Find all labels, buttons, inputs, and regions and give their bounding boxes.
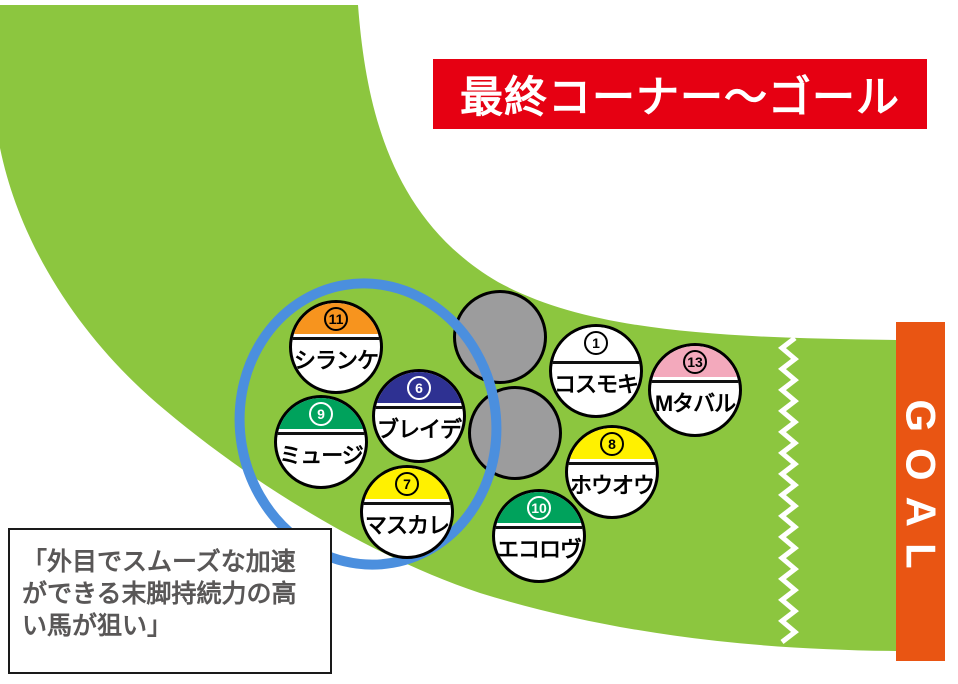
horse-name: ホウオウ xyxy=(569,473,655,498)
goal-bar: GOAL xyxy=(896,322,945,661)
horse-name: コスモキ xyxy=(553,372,639,397)
horse-number-badge: 10 xyxy=(527,496,551,520)
horse-marker-13: 13 Mタバル xyxy=(648,343,742,437)
horse-cap xyxy=(292,303,380,334)
horse-cap-line xyxy=(651,380,739,383)
horse-cap-line xyxy=(277,432,365,435)
horse-name: エコロヴ xyxy=(496,537,582,562)
horse-cap xyxy=(363,468,451,499)
horse-cap xyxy=(495,492,583,523)
note-box: 「外目でスムーズな加速ができる末脚持続力の高い馬が狙い」 xyxy=(8,528,332,674)
horse-name: マスカレ xyxy=(364,513,450,538)
unlabeled-horse-marker xyxy=(468,386,562,480)
horse-cap xyxy=(552,327,640,358)
horse-marker-10: 10 エコロヴ xyxy=(492,489,586,583)
horse-name: ミュージ xyxy=(279,443,364,468)
horse-cap xyxy=(568,428,656,459)
horse-cap-line xyxy=(292,337,380,340)
horse-name: Mタバル xyxy=(654,391,736,416)
horse-marker-7: 7 マスカレ xyxy=(360,465,454,559)
goal-label: GOAL xyxy=(897,398,945,585)
section-banner-label: 最終コーナー～ゴール xyxy=(460,74,900,122)
finish-line-zigzag xyxy=(778,336,799,644)
horse-marker-1: 1 コスモキ xyxy=(549,324,643,418)
note-text: 「外目でスムーズな加速ができる末脚持続力の高い馬が狙い」 xyxy=(22,548,297,640)
horse-cap xyxy=(375,372,463,403)
horse-marker-6: 6 ブレイデ xyxy=(372,369,466,463)
horse-marker-9: 9 ミュージ xyxy=(274,395,368,489)
horse-number-badge: 8 xyxy=(600,432,624,456)
horse-number-badge: 13 xyxy=(683,350,707,374)
horse-cap-line xyxy=(495,526,583,529)
horse-number-badge: 9 xyxy=(309,402,333,426)
horse-number-badge: 6 xyxy=(407,376,431,400)
horse-marker-8: 8 ホウオウ xyxy=(565,425,659,519)
horse-cap-line xyxy=(375,406,463,409)
horse-marker-11: 11 シランケ xyxy=(289,300,383,394)
horse-name: ブレイデ xyxy=(376,417,462,442)
horse-name: シランケ xyxy=(293,348,379,373)
horse-cap xyxy=(651,346,739,377)
horse-cap-line xyxy=(568,462,656,465)
unlabeled-horse-marker xyxy=(453,290,547,384)
horse-number-badge: 1 xyxy=(584,331,608,355)
horse-cap-line xyxy=(552,361,640,364)
horse-number-badge: 11 xyxy=(324,307,348,331)
horse-number-badge: 7 xyxy=(395,472,419,496)
horse-cap xyxy=(277,398,365,429)
horse-cap-line xyxy=(363,502,451,505)
section-banner: 最終コーナー～ゴール xyxy=(433,59,927,129)
